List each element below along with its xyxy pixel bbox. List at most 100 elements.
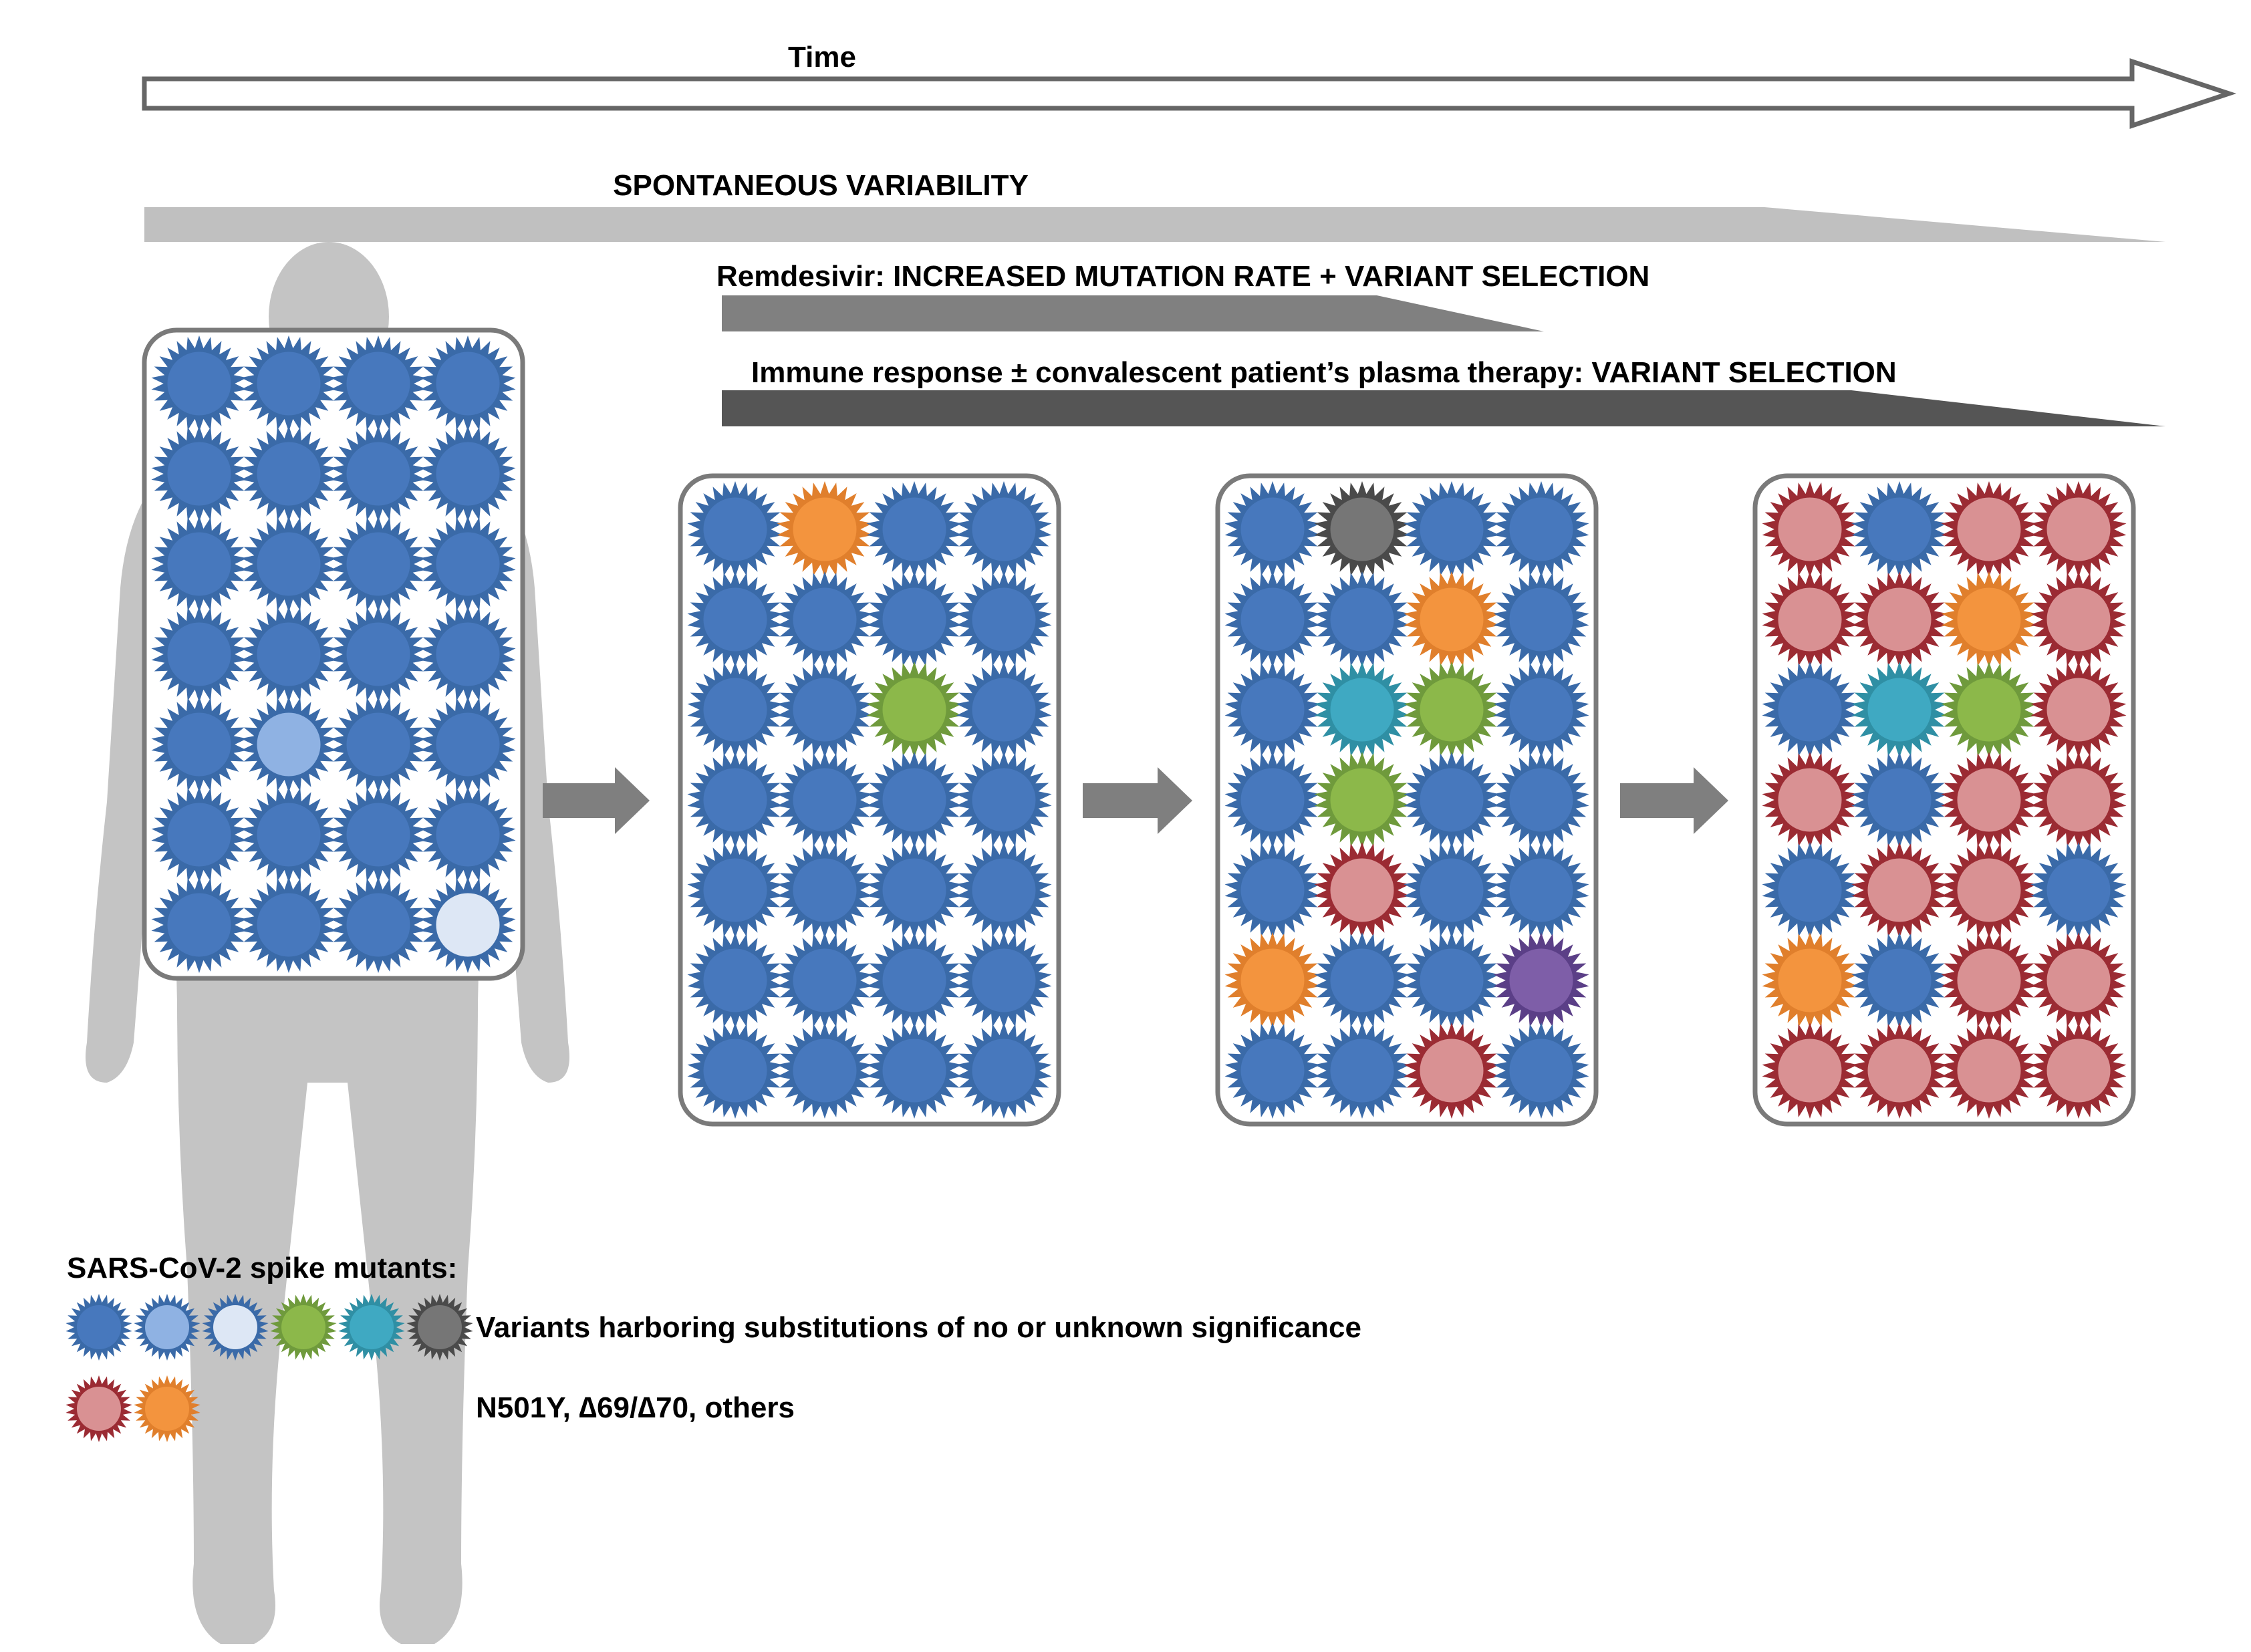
virion-core xyxy=(703,768,767,832)
virion-blue xyxy=(687,932,783,1028)
panel-4-virions xyxy=(1762,481,2127,1119)
virion-red xyxy=(2030,932,2127,1028)
virion-core xyxy=(1509,858,1573,922)
virion-blue xyxy=(687,481,783,577)
legend-title: SARS-CoV-2 spike mutants: xyxy=(67,1252,457,1284)
virion-core xyxy=(257,532,321,596)
virion-core xyxy=(1957,1039,2021,1103)
progression-arrow-2 xyxy=(1083,767,1192,834)
virion-green xyxy=(1404,662,1500,758)
virion-core xyxy=(793,678,857,742)
virion-core xyxy=(882,1039,946,1103)
virion-core xyxy=(1778,1039,1842,1103)
virion-blue xyxy=(330,516,426,612)
virion-blue xyxy=(687,571,783,668)
virion-blue xyxy=(1493,752,1589,848)
virion-blue xyxy=(956,662,1052,758)
virion-core xyxy=(1778,768,1842,832)
legend-row-1-virions xyxy=(65,1294,473,1361)
virion-core xyxy=(1240,678,1305,742)
virion-core xyxy=(2046,858,2111,922)
virion-blue xyxy=(1851,481,1948,577)
legend-virion-red xyxy=(65,1375,132,1442)
virion-core xyxy=(167,712,231,777)
legend-virion-blue xyxy=(65,1294,132,1361)
virion-core xyxy=(436,803,500,867)
virion-core xyxy=(882,497,946,561)
virion-core xyxy=(1778,497,1842,561)
virion-core xyxy=(1240,497,1305,561)
virion-core xyxy=(167,622,231,686)
virion-lightblue xyxy=(241,696,337,793)
virion-core xyxy=(1957,768,2021,832)
virion-blue xyxy=(1493,1022,1589,1119)
virion-core xyxy=(1867,678,1932,742)
virion-blue xyxy=(241,877,337,973)
virion-blue xyxy=(151,877,247,973)
virion-blue xyxy=(1493,842,1589,938)
virion-core xyxy=(77,1305,121,1349)
virion-blue xyxy=(2030,842,2127,938)
virion-core xyxy=(257,803,321,867)
virion-blue xyxy=(1224,481,1321,577)
legend-virion-teal xyxy=(338,1294,405,1361)
virion-core xyxy=(1330,948,1394,1012)
virion-core xyxy=(1330,587,1394,652)
virion-core xyxy=(1778,678,1842,742)
virion-blue xyxy=(1493,481,1589,577)
virion-orange xyxy=(1762,932,1858,1028)
virion-core xyxy=(1509,1039,1573,1103)
virion-core xyxy=(167,532,231,596)
virion-blue xyxy=(956,481,1052,577)
virion-blue xyxy=(777,571,873,668)
virion-core xyxy=(703,1039,767,1103)
virion-core xyxy=(2046,948,2111,1012)
virion-blue xyxy=(1314,932,1410,1028)
virion-green xyxy=(866,662,962,758)
virion-blue xyxy=(1493,571,1589,668)
virion-core xyxy=(1957,587,2021,652)
virion-blue xyxy=(1404,752,1500,848)
virion-red xyxy=(1941,752,2037,848)
legend-row-2-virions xyxy=(65,1375,201,1442)
virion-blue xyxy=(1404,932,1500,1028)
virion-core xyxy=(436,893,500,957)
virion-orange xyxy=(1941,571,2037,668)
virion-core xyxy=(972,768,1036,832)
virion-core xyxy=(346,803,410,867)
virion-core xyxy=(350,1305,394,1349)
virion-core xyxy=(1240,587,1305,652)
virion-core xyxy=(1330,858,1394,922)
virion-blue xyxy=(330,696,426,793)
virion-blue xyxy=(1404,842,1500,938)
virion-blue xyxy=(420,606,516,702)
virion-orange xyxy=(777,481,873,577)
virion-core xyxy=(77,1387,121,1431)
virion-red xyxy=(1314,842,1410,938)
virion-blue xyxy=(330,335,426,432)
virion-core xyxy=(257,622,321,686)
virion-blue xyxy=(1314,1022,1410,1119)
virion-red xyxy=(1941,932,2037,1028)
virion-blue xyxy=(330,426,426,522)
panel-3-virions xyxy=(1224,481,1589,1119)
virion-core xyxy=(1420,497,1484,561)
virion-blue xyxy=(777,1022,873,1119)
virion-blue xyxy=(1404,481,1500,577)
virion-blue xyxy=(777,752,873,848)
virion-blue xyxy=(420,426,516,522)
virion-red xyxy=(1762,752,1858,848)
legend: SARS-CoV-2 spike mutants: Variants harbo… xyxy=(65,1252,1361,1442)
virion-orange xyxy=(1404,571,1500,668)
virion-core xyxy=(257,893,321,957)
virion-core xyxy=(882,587,946,652)
virion-blue xyxy=(1851,932,1948,1028)
virion-core xyxy=(793,948,857,1012)
virion-core xyxy=(1420,678,1484,742)
virion-gray xyxy=(1314,481,1410,577)
virion-teal xyxy=(1851,662,1948,758)
virion-core xyxy=(1957,948,2021,1012)
virion-core xyxy=(1420,858,1484,922)
virion-red xyxy=(2030,481,2127,577)
